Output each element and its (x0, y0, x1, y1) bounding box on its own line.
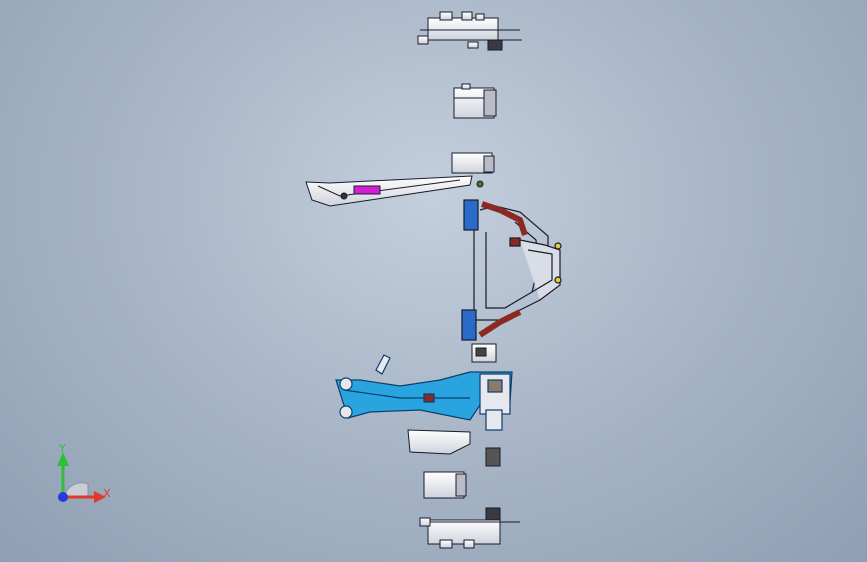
coordinate-triad (57, 452, 106, 503)
small-bracket-part[interactable] (451, 152, 495, 174)
lower-box-part[interactable] (423, 471, 467, 499)
subframe-assembly-part[interactable] (461, 199, 562, 341)
x-axis-label: X (103, 487, 111, 500)
lower-shield-part[interactable] (407, 429, 501, 467)
upper-control-arm-part[interactable] (305, 175, 484, 207)
top-mount-bracket-part[interactable] (417, 11, 522, 51)
lower-control-arm-part[interactable] (335, 354, 513, 431)
small-box-part[interactable] (453, 83, 497, 119)
mid-bushing-part[interactable] (471, 343, 497, 363)
bottom-mount-bracket-part[interactable] (419, 507, 520, 549)
y-axis-label: Y (59, 442, 66, 455)
